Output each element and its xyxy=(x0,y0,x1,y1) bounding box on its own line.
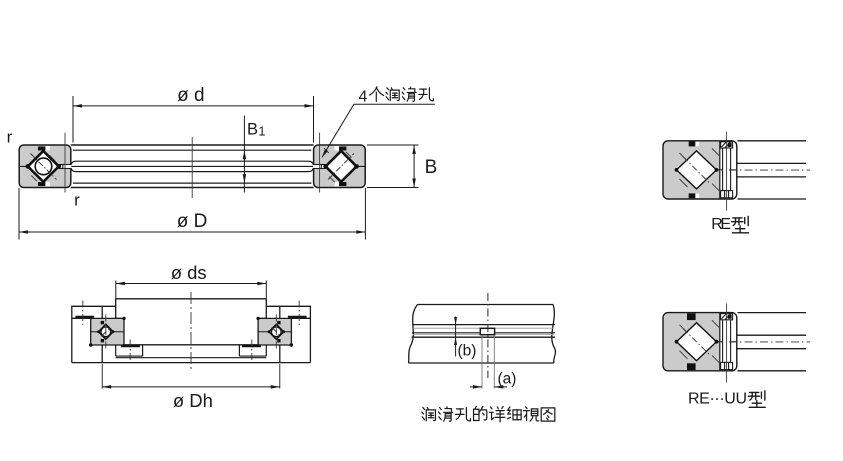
svg-text:r: r xyxy=(74,191,80,210)
svg-text:(b): (b) xyxy=(458,343,477,360)
svg-text:(a): (a) xyxy=(498,371,517,388)
svg-text:B: B xyxy=(247,121,258,139)
svg-text:B: B xyxy=(425,157,438,178)
svg-text:ø D: ø D xyxy=(177,211,208,232)
svg-text:4: 4 xyxy=(359,89,368,106)
svg-text:RE···UU: RE···UU xyxy=(688,391,747,408)
svg-text:ø ds: ø ds xyxy=(171,262,207,283)
svg-text:ø Dh: ø Dh xyxy=(173,390,213,411)
svg-text:1: 1 xyxy=(259,125,266,139)
svg-text:ø d: ø d xyxy=(177,85,204,106)
svg-text:RE: RE xyxy=(711,216,731,233)
svg-text:r: r xyxy=(7,128,13,147)
